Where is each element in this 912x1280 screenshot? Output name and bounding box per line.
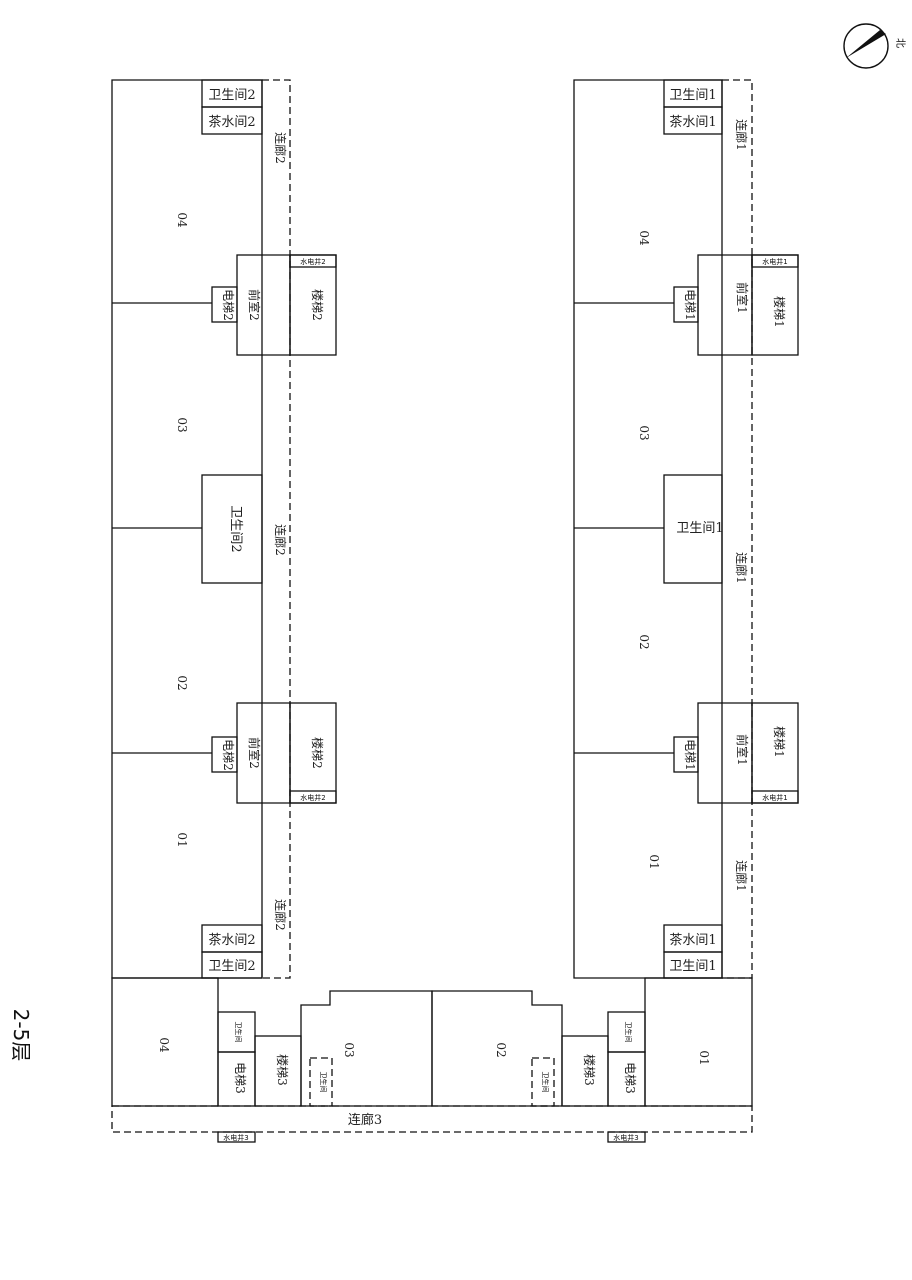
left-unit-01-label: 01 (175, 832, 189, 847)
right-unit-04-label: 04 (637, 230, 651, 246)
left-toilet-mid-label: 卫生间2 (228, 505, 243, 552)
left-corridor-outline (262, 79, 291, 979)
right-corridor-bottom-label: 连廊1 (734, 860, 749, 892)
right-shaft-bottom-label: 水电井1 (762, 793, 787, 802)
bottom-02-toilet-label: 卫生间 (541, 1072, 550, 1093)
right-lobby-bottom-label: 前室1 (735, 734, 750, 766)
left-toilet-bottom-label: 卫生间2 (208, 959, 255, 974)
left-unit-02-label: 02 (175, 675, 189, 690)
right-toilet-mid-label: 卫生间1 (676, 521, 723, 536)
left-shaft-bottom-label: 水电井2 (300, 793, 325, 802)
left-corridor-mid-label: 连廊2 (273, 524, 288, 556)
right-stair-bottom-label: 楼梯1 (772, 726, 787, 758)
left-elev-top-label: 电梯2 (221, 289, 235, 321)
right-corridor-mid-label: 连廊1 (734, 552, 749, 584)
left-corridor-top-label: 连廊2 (273, 132, 288, 164)
north-mark: 北 (894, 38, 906, 48)
right-lobby-top-label: 前室1 (735, 282, 750, 314)
bottom-right-elev-label: 电梯3 (623, 1062, 637, 1094)
left-elev-bottom-label: 电梯2 (221, 739, 235, 771)
bottom-unit-03-label: 03 (342, 1042, 356, 1057)
left-lobby-top-label: 前室2 (247, 289, 262, 321)
left-stair-top-label: 楼梯2 (310, 289, 325, 321)
bottom-unit-01-label: 01 (697, 1050, 711, 1065)
right-corridor-top-label: 连廊1 (734, 119, 749, 151)
bottom-wing (111, 977, 753, 1143)
bottom-left-shaft-label: 水电井3 (223, 1133, 248, 1142)
right-tea-top-label: 茶水间1 (669, 114, 716, 130)
right-shaft-top-label: 水电井1 (762, 257, 787, 266)
left-toilet-top-label: 卫生间2 (208, 88, 255, 103)
left-wing (111, 79, 337, 979)
right-toilet-top-label: 卫生间1 (669, 88, 716, 103)
bottom-corridor-label: 连廊3 (348, 1112, 382, 1128)
right-elev-bottom-label: 电梯1 (683, 739, 697, 771)
bottom-unit-04-label: 04 (157, 1037, 171, 1053)
right-tea-bottom-label: 茶水间1 (669, 932, 716, 948)
compass-icon: 北 (843, 23, 906, 69)
right-unit-03-label: 03 (637, 425, 651, 440)
left-unit-03-label: 03 (175, 417, 189, 432)
bottom-left-toilet-label: 卫生间 (234, 1022, 243, 1043)
bottom-left-elev-label: 电梯3 (233, 1062, 247, 1094)
right-unit-01-label: 01 (647, 854, 661, 869)
bottom-left-stair-label: 楼梯3 (275, 1054, 290, 1086)
floor-label: 2-5层 (9, 1009, 33, 1062)
right-elev-top-label: 电梯1 (683, 289, 697, 321)
left-stair-bottom-label: 楼梯2 (310, 737, 325, 769)
left-shaft-top-label: 水电井2 (300, 257, 325, 266)
right-unit-02-label: 02 (637, 634, 651, 649)
left-tea-top-label: 茶水间2 (208, 114, 255, 130)
left-corridor-bottom-label: 连廊2 (273, 899, 288, 931)
right-toilet-bottom-label: 卫生间1 (669, 959, 716, 974)
bottom-right-stair-label: 楼梯3 (582, 1054, 597, 1086)
bottom-03-toilet-label: 卫生间 (319, 1072, 328, 1093)
left-unit-04-label: 04 (175, 212, 189, 228)
bottom-right-shaft-label: 水电井3 (613, 1133, 638, 1142)
bottom-unit-02-label: 02 (494, 1042, 508, 1057)
right-corridor-outline (722, 79, 753, 979)
left-tea-bottom-label: 茶水间2 (208, 932, 255, 948)
right-stair-top-label: 楼梯1 (772, 296, 787, 328)
left-lobby-bottom-label: 前室2 (247, 737, 262, 769)
bottom-right-toilet-label: 卫生间 (624, 1022, 633, 1043)
bottom-corridor-outline (111, 1105, 753, 1133)
